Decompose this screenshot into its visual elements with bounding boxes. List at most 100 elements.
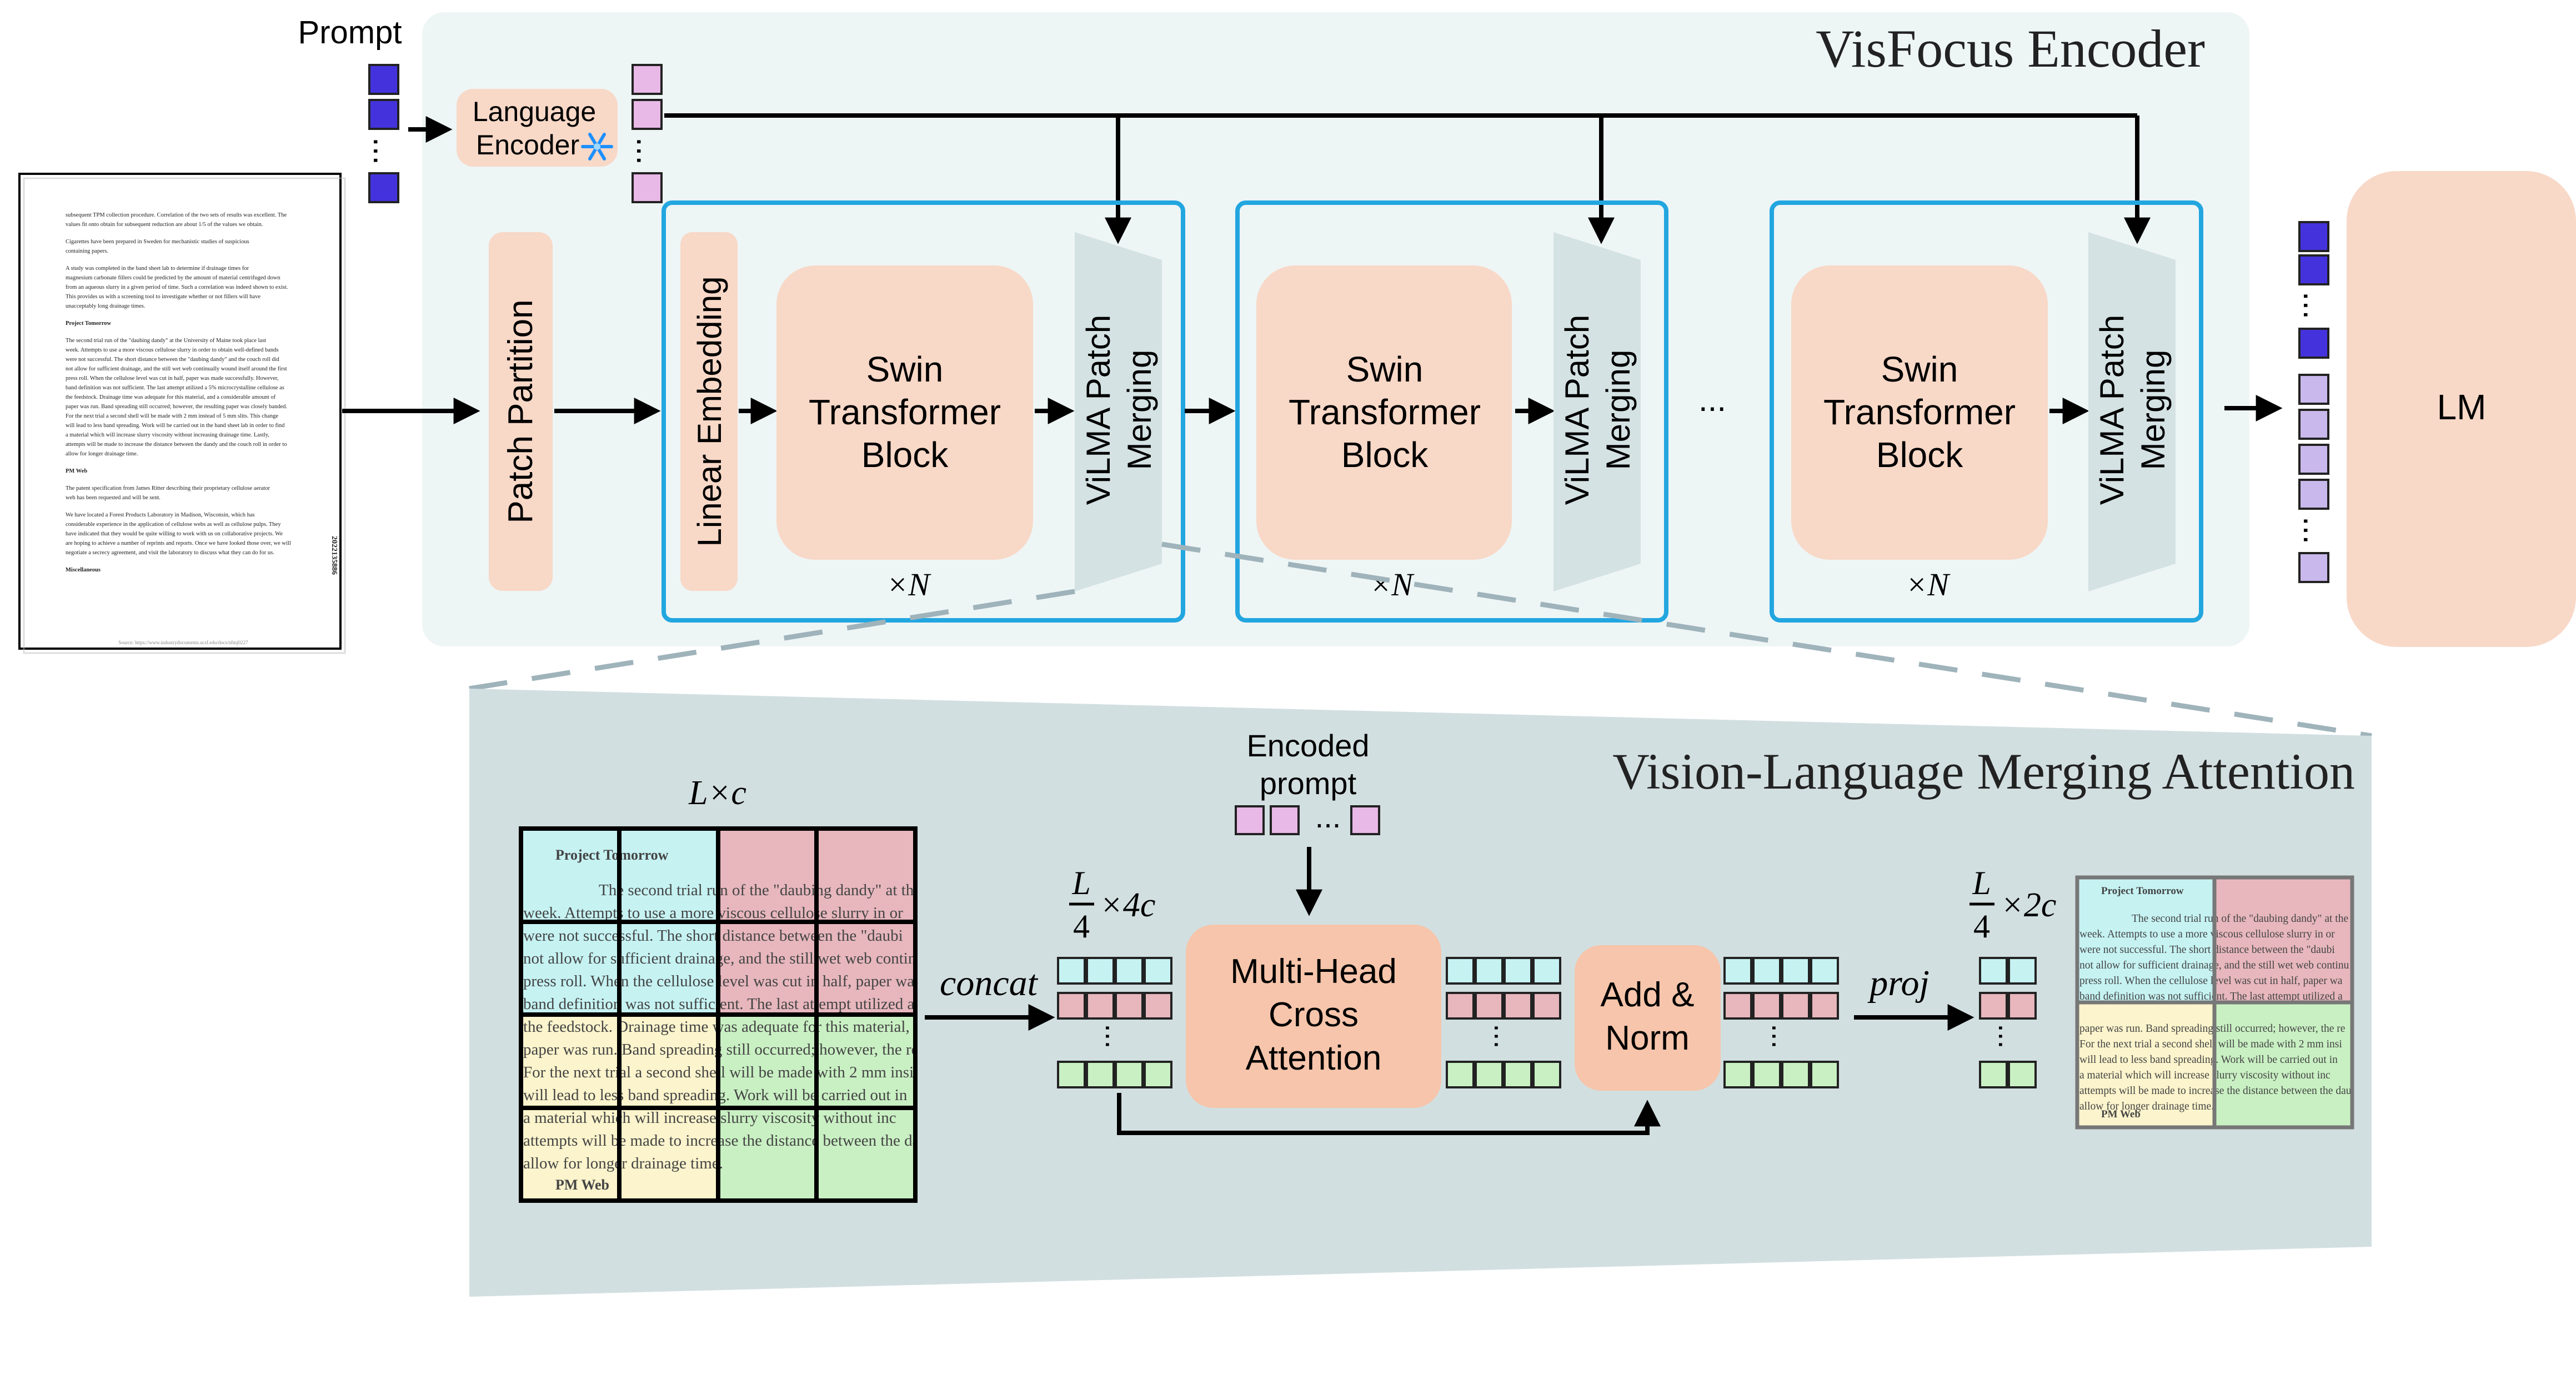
vlma-title: Vision-Language Merging Attention (1612, 743, 2355, 800)
stage-1-block (661, 200, 1185, 623)
source-doc-line: considerable experience in the applicati… (66, 521, 281, 528)
language-encoder-label: Language (473, 96, 596, 127)
source-doc-line: We have located a Forest Products Labora… (66, 512, 255, 518)
addnorm-output-stack-token (1781, 992, 1810, 1020)
concat-stack-token (1057, 992, 1086, 1020)
source-doc-line: paper was run. Band spreading still occu… (66, 404, 287, 410)
grid-doc-line: will lead to less band spreading. Work w… (523, 1086, 908, 1104)
mhca-output-stack-token (1503, 992, 1532, 1020)
source-doc-line: A study was completed in the band sheet … (66, 265, 249, 272)
svg-text:4: 4 (1973, 908, 1990, 945)
multi-head-cross-attention-box (1186, 925, 1441, 1108)
output-visual-token (2298, 479, 2329, 510)
vilma-label: ViLMA Patch (2093, 315, 2131, 505)
concat-stack-token (1086, 992, 1115, 1020)
mhca-output-stack-token (1532, 992, 1561, 1020)
mhca-output-stack-token (1475, 1061, 1503, 1088)
repeat-label-1: ×N (886, 566, 931, 603)
output-prompt-token (2298, 328, 2329, 359)
proj-label: proj (1867, 963, 1930, 1003)
zoom-dash-right (1161, 541, 2372, 739)
addnorm-output-stack-token (1752, 992, 1781, 1020)
mhca-output-stack-token (1503, 1061, 1532, 1088)
encoded-prompt-token (1270, 805, 1300, 835)
source-doc-line: The second trial run of the "daubing dan… (66, 338, 266, 344)
proj-output-stack-token (2008, 992, 2037, 1020)
patch-partition-box (489, 232, 553, 591)
swin-label: Swin (866, 349, 944, 389)
source-doc-line: the feedstock. Drainage time was adequat… (66, 394, 276, 400)
source-doc-line: attempts will be made to increase the di… (66, 441, 287, 448)
proj-output-stack-ellipsis: ... (1992, 1023, 2026, 1048)
swin-label: Block (1876, 435, 1964, 475)
vilma-patch-merging-2 (1553, 232, 1641, 591)
swin-label: Block (1341, 435, 1429, 475)
concat-stack-token (1115, 957, 1144, 985)
snowflake-icon (581, 133, 613, 160)
svg-text:L: L (1972, 865, 1991, 901)
addnorm-output-stack-token (1781, 957, 1810, 985)
concat-stack-token (1057, 957, 1086, 985)
prompt-token (368, 99, 399, 130)
prompt-token (368, 172, 399, 203)
concat-stack-token (1144, 992, 1172, 1020)
svg-text:4: 4 (1073, 908, 1090, 945)
lxc-label: L×c (688, 774, 746, 812)
addnorm-output-stack-token (1810, 1061, 1839, 1088)
mhca-output-stack-ellipsis: ... (1488, 1023, 1521, 1048)
output-visual-token (2298, 374, 2329, 405)
concat-stack-token (1115, 992, 1144, 1020)
zoom-dash-left (469, 589, 1075, 691)
source-doc-line: This provides us with a screening tool t… (66, 294, 260, 300)
source-doc-line: values fit onto obtain for subsequent re… (66, 222, 263, 228)
mhca-output-stack-token (1475, 957, 1503, 985)
encoded-prompt-token (632, 172, 663, 203)
source-doc-line: week. Attempts to use a more viscous cel… (66, 347, 278, 353)
stage-2-block (1235, 200, 1668, 623)
grid-doc-line: week. Attempts to use a more viscous cel… (523, 904, 903, 922)
output-visual-token (2298, 409, 2329, 440)
encoded-prompt-label: prompt (1260, 766, 1357, 801)
linear-embedding-label: Linear Embedding (691, 276, 728, 546)
concat-stack-token (1144, 1061, 1172, 1088)
addnorm-output-stack-token (1810, 957, 1839, 985)
addnorm-output-stack-token (1752, 1061, 1781, 1088)
grid-doc-line: allow for longer drainage time. (523, 1155, 723, 1172)
addnorm-output-stack-token (1723, 992, 1752, 1020)
encoded-prompt-ellipsis: ... (1315, 799, 1341, 834)
addnorm-output-stack-ellipsis: ... (1766, 1023, 1799, 1048)
source-doc-line: Project Tomorrow (66, 320, 112, 327)
concat-stack-token (1144, 957, 1172, 985)
source-doc-line: band definition was not sufficient. The … (66, 385, 284, 391)
source-doc-line: Cigarettes have been prepared in Sweden … (66, 239, 249, 245)
lm-box (2347, 171, 2576, 647)
grid-doc-line: not allow for sufficient drainage, and t… (523, 950, 924, 967)
source-doc-line: Miscellaneous (66, 567, 101, 573)
concat-stack-ellipsis: ... (1099, 1023, 1132, 1048)
prompt-token-ellipsis: ... (367, 137, 404, 165)
proj-output-stack-token (2008, 1061, 2037, 1088)
source-doc-line: were not successful. The short distance … (66, 357, 280, 363)
swin-label: Transformer (1289, 392, 1481, 432)
source-doc-line: web has been requested and will be sent. (66, 495, 161, 501)
fraction-4c: L 4 ×4c (1069, 865, 1155, 945)
addnorm-output-stack-token (1810, 992, 1839, 1020)
source-doc-line: have indicated that they would be quite … (66, 531, 283, 537)
vilma-patch-merging-1 (1075, 232, 1162, 591)
addnorm-output-stack-token (1752, 957, 1781, 985)
add-norm-label: Norm (1605, 1019, 1690, 1057)
source-doc-line: press roll. When the cellulose level was… (66, 375, 279, 382)
output-token-ellipsis: ... (2297, 292, 2334, 319)
source-doc-line: negotiate a secrecy agreement, and visit… (66, 550, 274, 556)
vilma-label: ViLMA Patch (1080, 315, 1117, 505)
swin-label: Swin (1881, 349, 1958, 389)
grid-doc-line: The second trial run of the "daubing dan… (599, 881, 949, 899)
swin-label: Transformer (1823, 392, 2016, 432)
output-prompt-token (2298, 254, 2329, 285)
mhca-output-stack-token (1446, 957, 1475, 985)
merged-doc-heading: Project Tomorrow (2101, 885, 2184, 897)
source-doc-line: are hoping to achieve a number of reprin… (66, 540, 291, 546)
